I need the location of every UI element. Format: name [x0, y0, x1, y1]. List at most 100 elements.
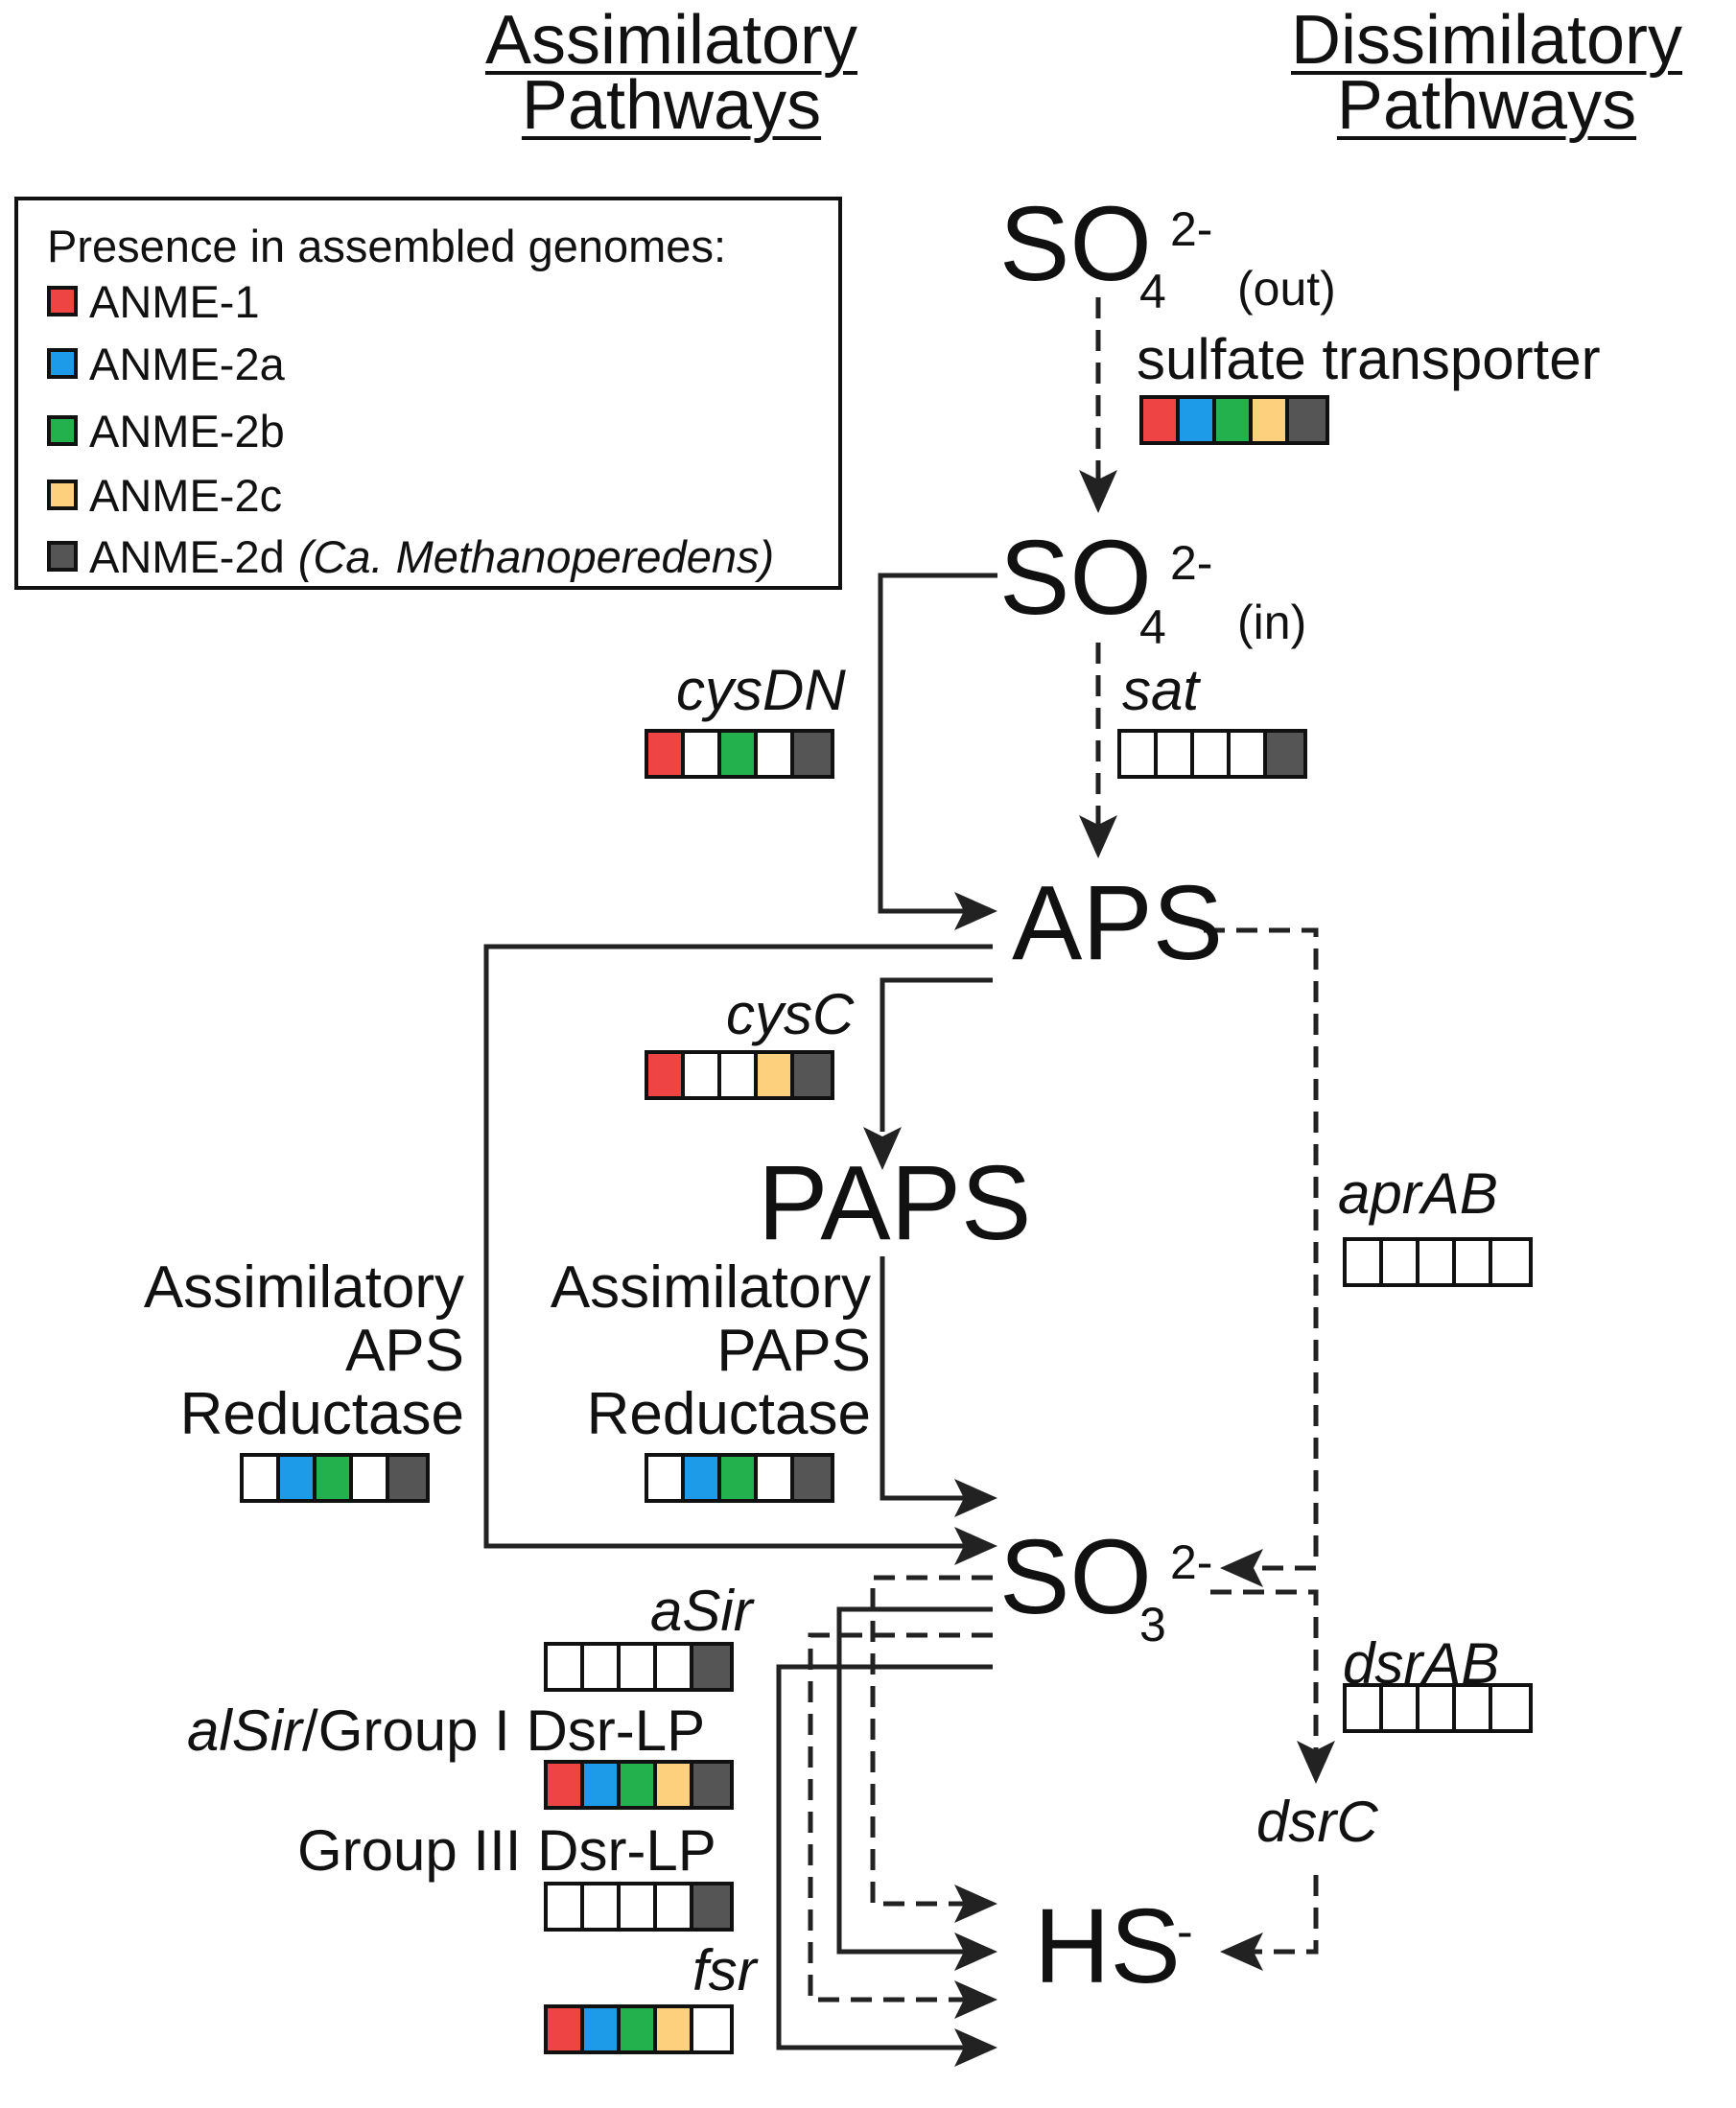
arrowhead	[863, 1127, 902, 1170]
so4-in-location: (in)	[1237, 596, 1307, 649]
presence-boxes-aprab	[1343, 1237, 1533, 1287]
presence-cell	[685, 1457, 721, 1499]
legend-swatch	[47, 415, 78, 446]
legend-label: ANME-2b	[89, 405, 285, 457]
presence-cell	[794, 1457, 831, 1499]
arrowhead	[1220, 1932, 1263, 1971]
paps-label: PAPS	[758, 1144, 1032, 1262]
presence-cell	[1216, 399, 1253, 441]
arrowhead	[954, 892, 997, 930]
aps-reductase-line3: Reductase	[179, 1381, 464, 1447]
presence-cell	[1347, 1241, 1383, 1283]
hs-label: HS	[1034, 1894, 1181, 2000]
assimilatory-header: Assimilatory Pathways	[460, 6, 882, 144]
presence-cell	[721, 733, 758, 775]
alsir-label-rest: /Group I Dsr-LP	[302, 1698, 706, 1763]
arrow-dsrc	[1252, 1875, 1319, 1955]
presence-cell	[1253, 399, 1289, 441]
presence-cell	[657, 1885, 693, 1928]
presence-cell	[621, 1764, 657, 1806]
so4-in-base: SO	[999, 519, 1152, 637]
presence-cell	[1347, 1687, 1383, 1729]
presence-boxes-sulfate-transporter	[1139, 395, 1329, 445]
presence-cell	[1289, 399, 1325, 441]
arrowhead	[954, 2028, 997, 2067]
paps-reductase-line3: Reductase	[586, 1381, 871, 1447]
presence-cell	[1267, 733, 1303, 775]
presence-cell	[794, 733, 831, 775]
arrow-dsrab	[1210, 1589, 1319, 1755]
aps-reductase-line2: APS	[344, 1318, 464, 1384]
arrow-aps-reductase	[483, 944, 993, 1549]
cysc-label: cysC	[726, 982, 855, 1046]
arrowhead	[954, 1527, 997, 1565]
presence-cell	[648, 733, 685, 775]
legend-item-anme-2b: ANME-2b	[47, 405, 285, 457]
dissimilatory-header-line2: Pathways	[1336, 67, 1637, 144]
aps-label: APS	[1012, 864, 1224, 982]
dissimilatory-header-line1: Dissimilatory	[1290, 2, 1683, 79]
presence-cell	[721, 1457, 758, 1499]
sat-label: sat	[1122, 658, 1200, 722]
presence-cell	[1194, 733, 1231, 775]
arrow-cysc	[880, 977, 993, 1132]
presence-cell	[584, 1646, 621, 1688]
presence-cell	[548, 1646, 584, 1688]
presence-boxes-aps-reductase	[240, 1453, 430, 1503]
presence-cell	[657, 1764, 693, 1806]
presence-boxes-cysc	[645, 1050, 834, 1100]
legend-swatch	[47, 541, 78, 572]
arrow-group3	[808, 1632, 993, 2003]
presence-cell	[721, 1054, 758, 1096]
legend-swatch	[47, 348, 78, 379]
arrow-alsir	[836, 1606, 993, 1955]
so3-label: SO	[999, 1525, 1152, 1630]
cysdn-label: cysDN	[676, 658, 846, 722]
legend-label: ANME-2a	[89, 338, 285, 389]
assimilatory-header-line2: Pathways	[521, 67, 822, 144]
alsir-label-italic: alSir	[187, 1698, 303, 1763]
legend-item-anme-2a: ANME-2a	[47, 338, 285, 389]
presence-cell	[548, 1885, 584, 1928]
presence-boxes-group3	[544, 1882, 734, 1932]
presence-boxes-fsr	[544, 2004, 734, 2054]
so3-superscript: 2-	[1170, 1535, 1213, 1589]
presence-cell	[693, 1764, 730, 1806]
presence-cell	[693, 1885, 730, 1928]
presence-cell	[685, 733, 721, 775]
presence-cell	[584, 1885, 621, 1928]
presence-cell	[353, 1457, 389, 1499]
presence-cell	[648, 1054, 685, 1096]
presence-cell	[1383, 1241, 1419, 1283]
presence-cell	[621, 2008, 657, 2050]
so4-in-subscript: 4	[1139, 600, 1166, 654]
presence-cell	[648, 1457, 685, 1499]
legend-item-anme-1: ANME-1	[47, 276, 260, 327]
presence-cell	[389, 1457, 426, 1499]
arrowhead	[954, 1932, 997, 1971]
arrowhead	[954, 1885, 997, 1923]
so4-out-location: (out)	[1237, 262, 1336, 316]
arrowhead	[1079, 470, 1117, 513]
presence-boxes-asir	[544, 1642, 734, 1692]
presence-cell	[758, 733, 794, 775]
legend-item-anme-2c: ANME-2c	[47, 470, 282, 521]
presence-cell	[1492, 1687, 1529, 1729]
presence-cell	[317, 1457, 353, 1499]
dsrab-label: dsrAB	[1343, 1631, 1500, 1696]
paps-reductase-line2: PAPS	[716, 1318, 871, 1384]
presence-cell	[621, 1646, 657, 1688]
fsr-label: fsr	[692, 1938, 757, 2003]
legend-swatch	[47, 286, 78, 316]
presence-cell	[548, 2008, 584, 2050]
presence-cell	[584, 1764, 621, 1806]
presence-cell	[1180, 399, 1216, 441]
presence-cell	[693, 2008, 730, 2050]
presence-cell	[758, 1054, 794, 1096]
legend-note: (Ca. Methanoperedens)	[297, 530, 775, 582]
legend-label: ANME-2d	[89, 530, 285, 582]
presence-cell	[657, 1646, 693, 1688]
presence-cell	[693, 1646, 730, 1688]
arrow-asir	[870, 1575, 993, 1907]
